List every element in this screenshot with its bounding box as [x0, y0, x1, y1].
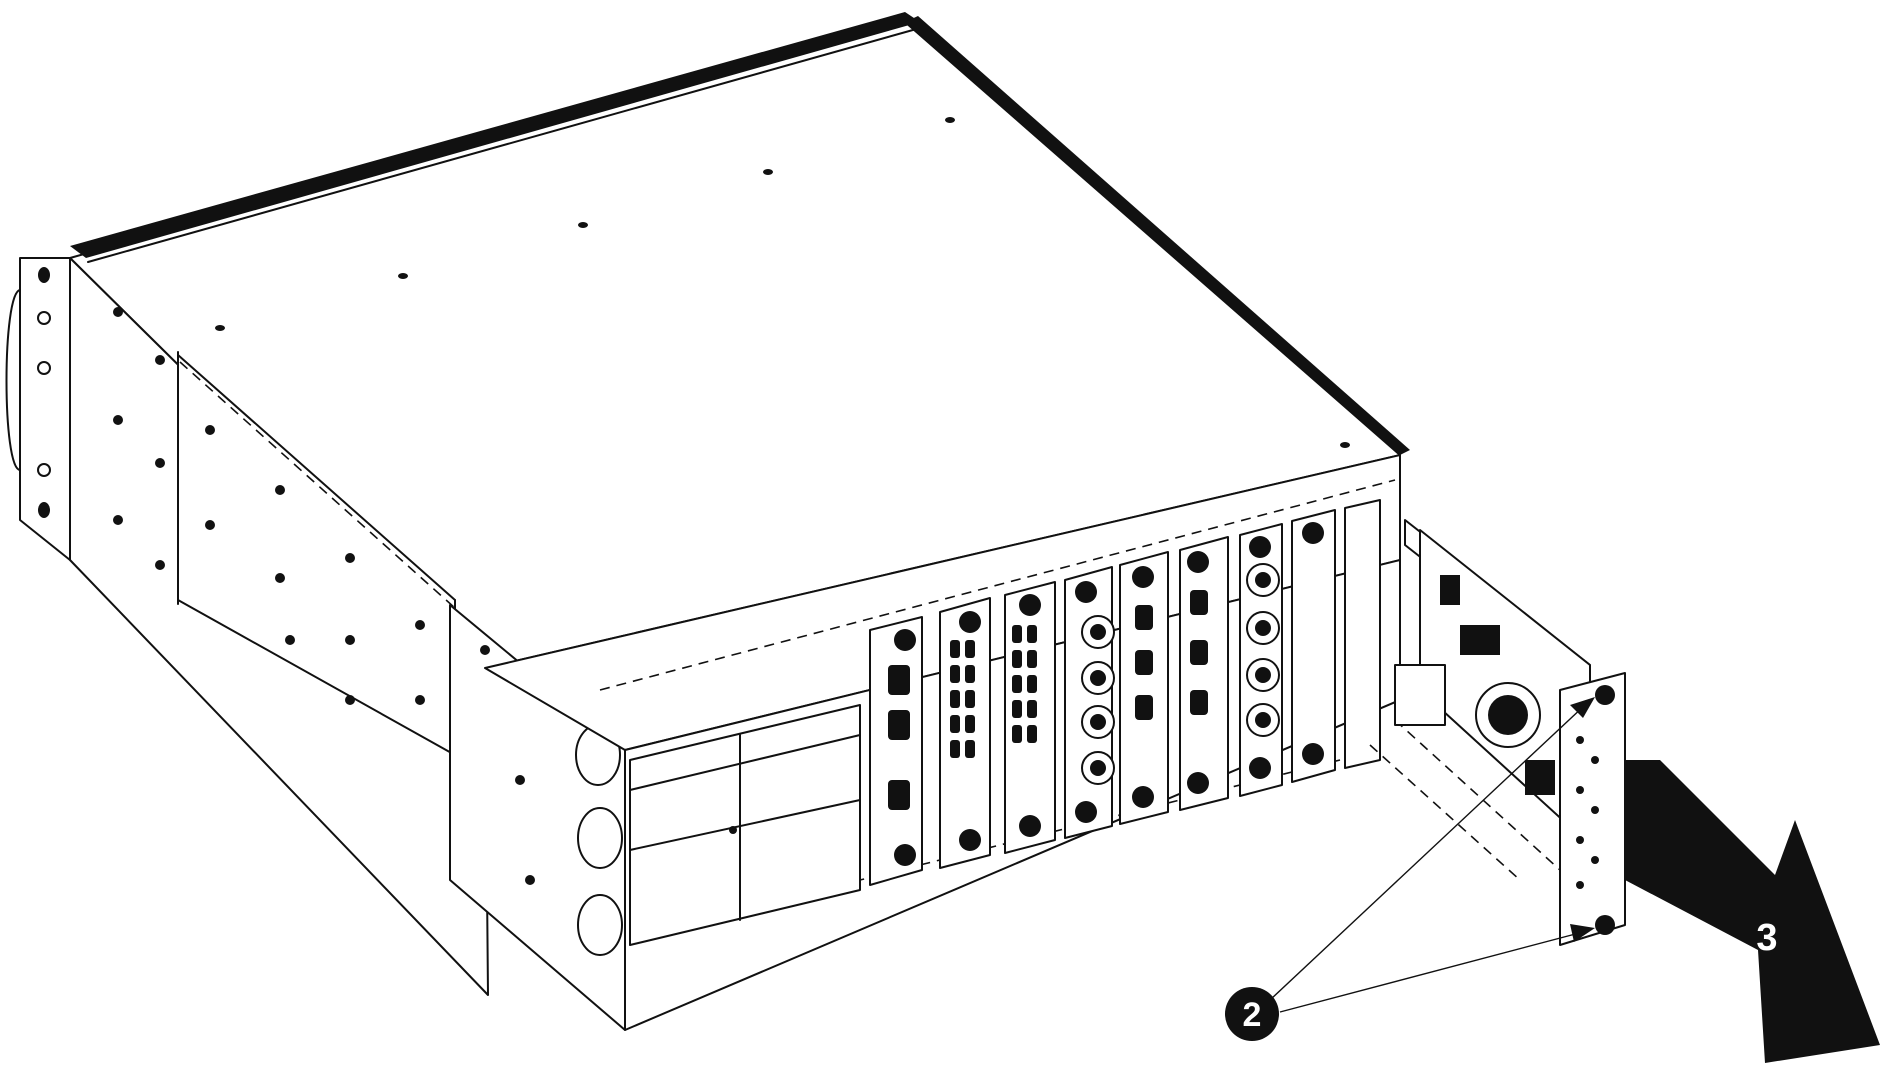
callout-2-badge: 2: [1225, 987, 1279, 1041]
installed-card-modules: [869, 499, 1381, 886]
callout-2-label: 2: [1243, 996, 1262, 1034]
left-rack-ear: [5, 257, 71, 561]
chassis-top-panel: [69, 12, 1410, 669]
removed-card-module: [1369, 519, 1626, 946]
callout-3-badge: 3: [1756, 917, 1777, 959]
removal-arrow-icon: [1625, 760, 1880, 1063]
callout-3-label: 3: [1756, 917, 1777, 959]
callout-2-leaders: [1269, 697, 1595, 1013]
